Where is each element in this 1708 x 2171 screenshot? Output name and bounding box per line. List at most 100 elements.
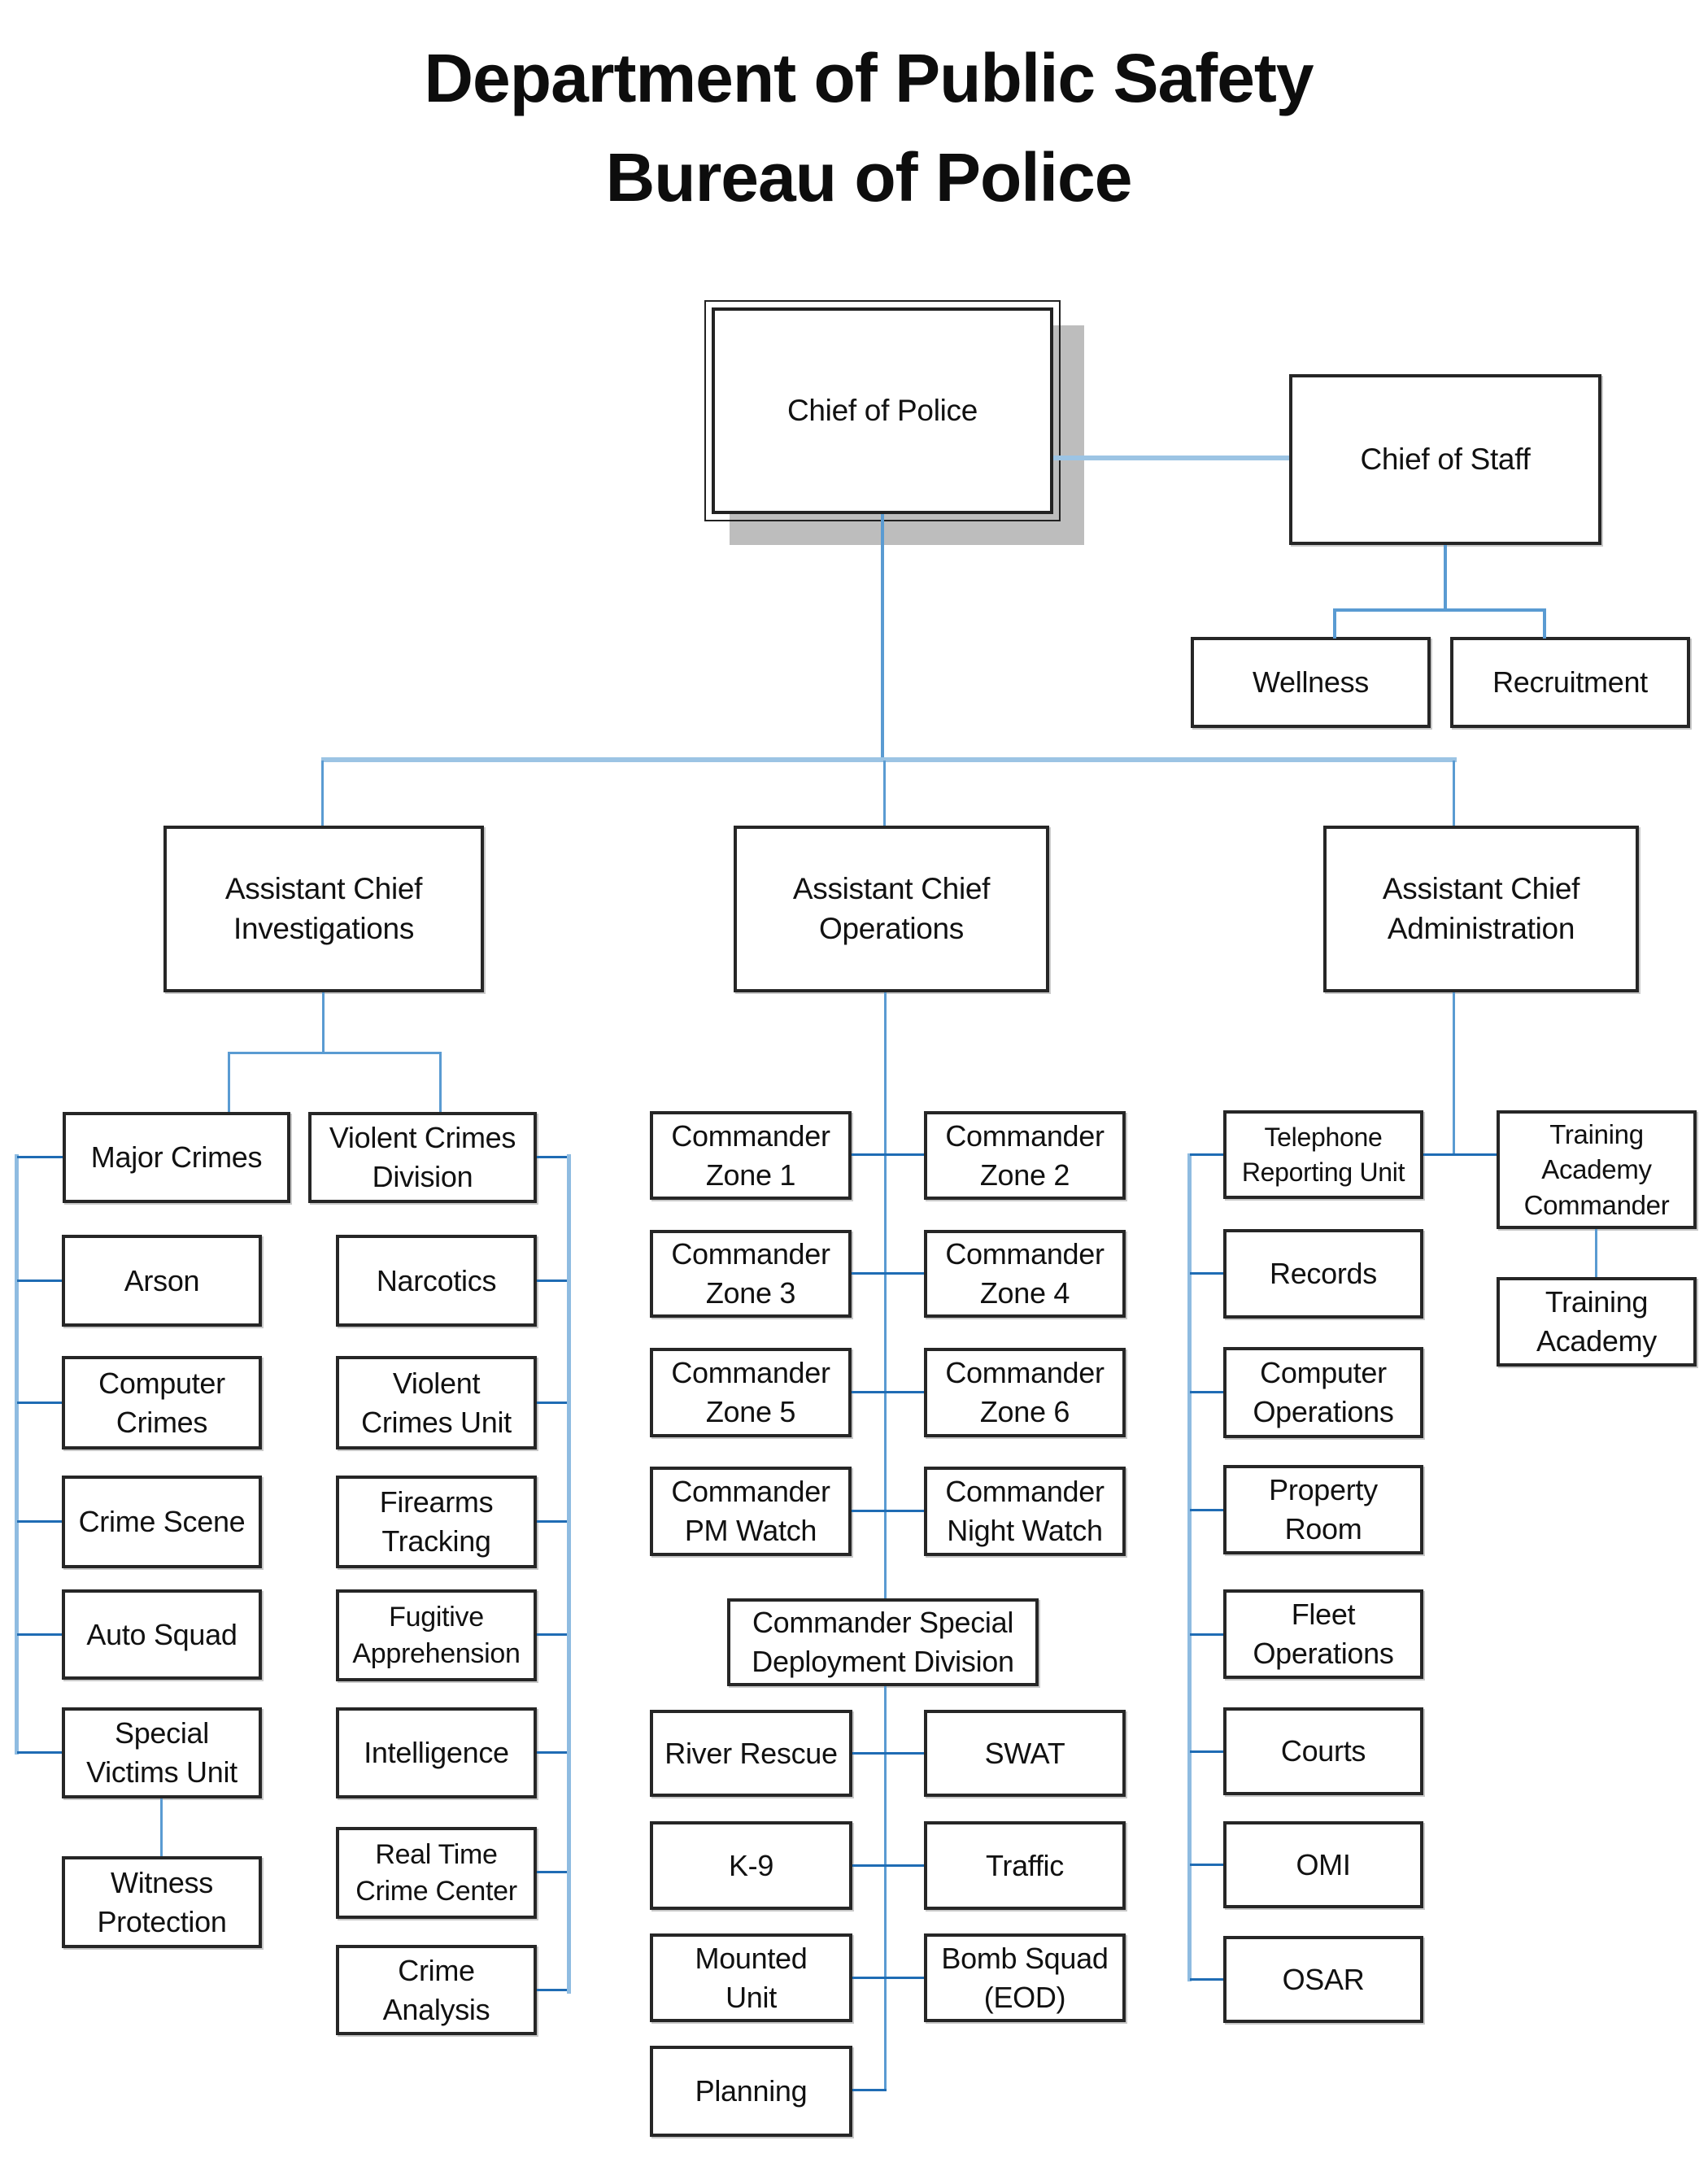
connector-right-rail	[567, 1154, 571, 1994]
connector-tru-to-tac-link	[1423, 1153, 1497, 1156]
box-label-computer-operations: Computer Operations	[1253, 1356, 1394, 1428]
connector-stub-intelligence	[537, 1751, 567, 1754]
box-label-real-time-crime-center: Real Time Crime Center	[355, 1838, 517, 1907]
box-records: Records	[1223, 1229, 1423, 1319]
connector-stub-records	[1190, 1272, 1223, 1275]
box-chief-of-police: Chief of Police	[704, 300, 1061, 521]
box-label-assistant-chief-investigations: Assistant Chief Investigations	[224, 871, 423, 945]
box-omi: OMI	[1223, 1821, 1423, 1908]
connector-stub-computer-operations	[1190, 1391, 1223, 1393]
connector-administration-stem	[1453, 992, 1455, 1155]
connector-stub-omi	[1190, 1864, 1223, 1866]
box-special-victims-unit: Special Victims Unit	[62, 1707, 262, 1798]
box-label-assistant-chief-operations: Assistant Chief Operations	[792, 871, 991, 945]
box-label-recruitment: Recruitment	[1492, 665, 1648, 700]
box-assistant-chief-operations: Assistant Chief Operations	[734, 826, 1049, 992]
connector-link-k9-traffic	[852, 1864, 924, 1867]
box-violent-crimes-unit: Violent Crimes Unit	[336, 1356, 537, 1450]
connector-violent-crimes-division-drop	[439, 1052, 442, 1112]
connector-investigations-split	[228, 1052, 442, 1054]
box-label-witness-protection: Witness Protection	[97, 1865, 227, 1938]
box-real-time-crime-center: Real Time Crime Center	[336, 1827, 537, 1919]
connector-stub-real-time-crime-center	[537, 1871, 567, 1873]
connector-stub-violent-crimes-division	[537, 1156, 567, 1158]
box-river-rescue: River Rescue	[650, 1710, 852, 1797]
box-label-crime-analysis: Crime Analysis	[382, 1953, 490, 2026]
connector-stub-osar	[1190, 1978, 1223, 1981]
box-label-auto-squad: Auto Squad	[86, 1617, 237, 1651]
box-label-crime-scene: Crime Scene	[78, 1505, 246, 1539]
connector-stub-special-victims-unit	[17, 1751, 62, 1754]
connector-stub-property-room	[1190, 1509, 1223, 1511]
box-label-commander-zone-3: Commander Zone 3	[671, 1237, 830, 1310]
box-k-9: K-9	[650, 1821, 852, 1910]
box-label-major-crimes: Major Crimes	[90, 1140, 263, 1175]
box-label-training-academy-commander: Training Academy Commander	[1523, 1118, 1670, 1220]
box-label-omi: OMI	[1296, 1847, 1351, 1881]
box-label-assistant-chief-administration: Assistant Chief Administration	[1382, 871, 1580, 945]
connector-stub-fleet-operations	[1190, 1633, 1223, 1636]
box-computer-operations: Computer Operations	[1223, 1347, 1423, 1438]
box-commander-zone-2: Commander Zone 2	[924, 1111, 1126, 1200]
connector-stub-crime-analysis	[537, 1989, 567, 1991]
connector-stub-major-crimes	[17, 1156, 63, 1158]
box-computer-crimes: Computer Crimes	[62, 1356, 262, 1450]
connector-operations-spine-upper	[884, 992, 887, 1598]
connector-recruitment-drop	[1543, 608, 1546, 639]
box-commander-zone-5: Commander Zone 5	[650, 1348, 852, 1437]
connector-staff-split	[1333, 608, 1546, 612]
connector-stub-auto-squad	[17, 1633, 62, 1636]
box-fugitive-apprehension: Fugitive Apprehension	[336, 1589, 537, 1681]
title-line-2: Bureau of Police	[605, 138, 1133, 216]
box-planning: Planning	[650, 2046, 852, 2137]
connector-major-crimes-drop	[228, 1052, 230, 1112]
title-line-1: Department of Public Safety	[424, 40, 1314, 116]
box-crime-analysis: Crime Analysis	[336, 1945, 537, 2035]
box-label-records: Records	[1270, 1257, 1377, 1291]
box-commander-night-watch: Commander Night Watch	[924, 1467, 1126, 1556]
box-label-commander-night-watch: Commander Night Watch	[945, 1475, 1105, 1547]
connector-drop-investigations	[321, 761, 324, 826]
box-label-intelligence: Intelligence	[364, 1736, 509, 1770]
box-label-firearms-tracking: Firearms Tracking	[379, 1485, 494, 1558]
page-title: Department of Public Safety Bureau of Po…	[29, 29, 1708, 228]
box-label-violent-crimes-division: Violent Crimes Division	[329, 1121, 516, 1193]
box-crime-scene: Crime Scene	[62, 1476, 262, 1568]
box-label-wellness: Wellness	[1253, 665, 1369, 700]
connector-link-pm-night-watch	[852, 1510, 924, 1512]
box-label-narcotics: Narcotics	[376, 1263, 497, 1297]
connector-link-zone-3-4	[852, 1272, 924, 1275]
box-label-fugitive-apprehension: Fugitive Apprehension	[352, 1601, 521, 1669]
box-label-property-room: Property Room	[1269, 1473, 1378, 1545]
box-telephone-reporting-unit: Telephone Reporting Unit	[1223, 1110, 1423, 1199]
box-property-room: Property Room	[1223, 1465, 1423, 1554]
connector-tac-to-training-academy	[1595, 1229, 1597, 1277]
box-commander-zone-1: Commander Zone 1	[650, 1111, 852, 1200]
box-label-telephone-reporting-unit: Telephone Reporting Unit	[1241, 1123, 1405, 1187]
box-assistant-chief-investigations: Assistant Chief Investigations	[163, 826, 484, 992]
box-major-crimes: Major Crimes	[63, 1112, 290, 1203]
box-label-commander-special-deployment-division: Commander Special Deployment Division	[752, 1606, 1014, 1678]
box-label-swat: SWAT	[984, 1736, 1065, 1770]
box-commander-zone-6: Commander Zone 6	[924, 1348, 1126, 1437]
connector-link-zone-5-6	[852, 1391, 924, 1393]
box-commander-special-deployment-division: Commander Special Deployment Division	[727, 1598, 1039, 1686]
connector-stub-planning	[852, 2089, 887, 2091]
box-label-commander-zone-6: Commander Zone 6	[945, 1356, 1105, 1428]
connector-chief-to-staff	[1053, 456, 1289, 460]
box-label-computer-crimes: Computer Crimes	[98, 1366, 225, 1439]
box-label-bomb-squad-eod: Bomb Squad (EOD)	[941, 1941, 1109, 2014]
box-training-academy-commander: Training Academy Commander	[1497, 1110, 1697, 1229]
box-commander-pm-watch: Commander PM Watch	[650, 1467, 852, 1556]
box-label-commander-zone-2: Commander Zone 2	[945, 1118, 1105, 1192]
box-auto-squad: Auto Squad	[62, 1589, 262, 1680]
box-label-k-9: K-9	[728, 1848, 774, 1882]
box-label-river-rescue: River Rescue	[664, 1736, 838, 1770]
box-label-mounted-unit: Mounted Unit	[695, 1941, 808, 2014]
box-label-commander-pm-watch: Commander PM Watch	[671, 1475, 830, 1547]
connector-staff-drop	[1444, 545, 1447, 612]
box-label-commander-zone-4: Commander Zone 4	[945, 1237, 1105, 1310]
connector-wellness-drop	[1333, 608, 1336, 639]
connector-svu-to-witness-protection	[160, 1798, 163, 1856]
